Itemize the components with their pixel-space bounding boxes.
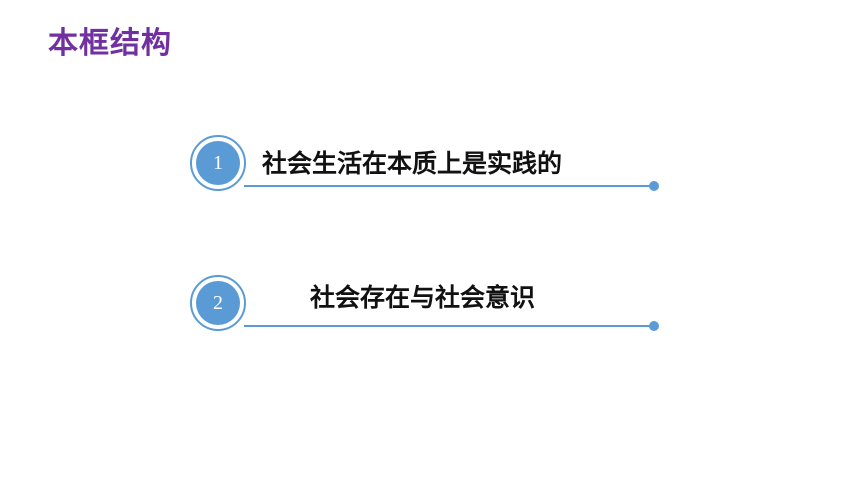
outline-item-1: 1 社会生活在本质上是实践的 [190, 135, 670, 195]
number-badge: 1 [190, 135, 246, 191]
outline-item-text: 社会存在与社会意识 [310, 283, 536, 312]
number-badge-label: 1 [196, 141, 240, 185]
outline-item-text: 社会生活在本质上是实践的 [262, 149, 563, 178]
slide-title: 本框结构 [48, 26, 172, 61]
number-badge: 2 [190, 275, 246, 331]
underline-connector [244, 325, 654, 327]
outline-item-2: 2 社会存在与社会意识 [190, 275, 670, 335]
number-badge-label: 2 [196, 281, 240, 325]
line-end-dot [649, 321, 659, 331]
line-end-dot [649, 181, 659, 191]
underline-connector [244, 185, 654, 187]
